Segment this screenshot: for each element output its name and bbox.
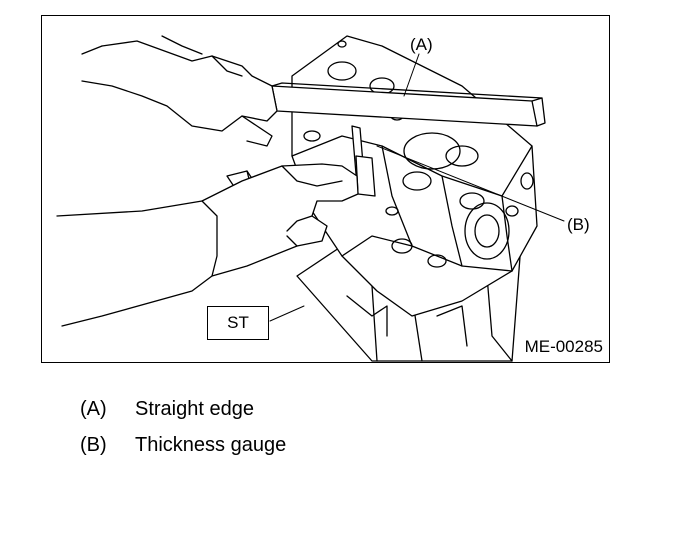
callout-b: (B) bbox=[567, 215, 590, 234]
illustration-frame: (A) (B) ST ME-00285 bbox=[41, 15, 610, 363]
legend-text: Straight edge bbox=[135, 398, 254, 420]
figure-code: ME-00285 bbox=[524, 337, 603, 356]
legend-key: (B) bbox=[80, 434, 107, 456]
legend-key: (A) bbox=[80, 398, 107, 420]
upper-hand bbox=[81, 35, 278, 147]
leader-line-st bbox=[269, 305, 305, 322]
legend-item-a: (A) Straight edge bbox=[80, 398, 254, 421]
st-label: ST bbox=[227, 313, 249, 332]
legend-text: Thickness gauge bbox=[135, 434, 287, 456]
st-label-box: ST bbox=[207, 306, 269, 340]
thickness-gauge bbox=[351, 125, 376, 197]
leader-line-a bbox=[403, 53, 420, 97]
leader-line-b bbox=[376, 145, 565, 222]
lower-hand bbox=[56, 163, 359, 327]
legend-item-b: (B) Thickness gauge bbox=[80, 434, 286, 457]
callout-a: (A) bbox=[410, 35, 433, 54]
cylinder-head-illustration bbox=[56, 35, 565, 362]
